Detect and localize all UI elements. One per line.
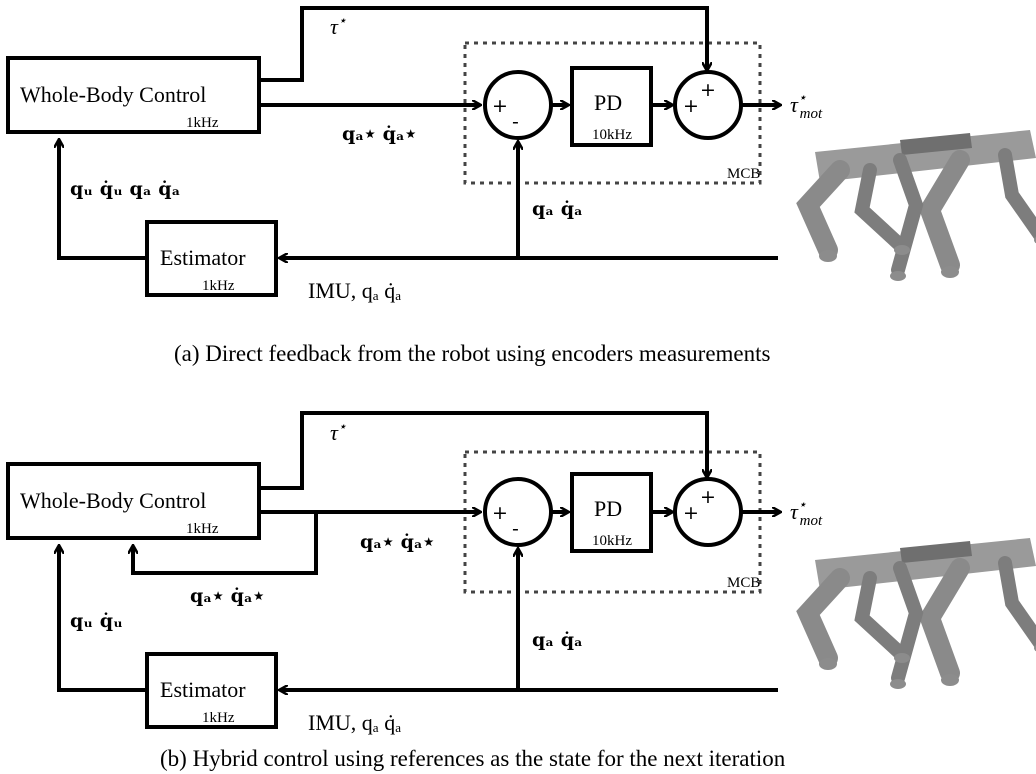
reference-loop-label: qₐ⋆ q̇ₐ⋆ <box>190 585 265 607</box>
sum2-plus-left-sign: + <box>683 95 699 117</box>
estimator-rate: 1kHz <box>202 710 235 726</box>
state-estimate-path <box>59 140 147 260</box>
reference-signal-label: qₐ⋆ q̇ₐ⋆ <box>360 531 435 553</box>
tau-mot-label: τ⋆mot <box>790 498 823 529</box>
pd-label: PD <box>594 496 622 521</box>
robot-illustration-b <box>796 538 1036 689</box>
sum1-minus-sign: - <box>512 518 519 540</box>
whole-body-control-rate: 1kHz <box>186 115 219 131</box>
tau-feedforward-path <box>259 411 707 490</box>
estimator-label: Estimator <box>160 245 246 270</box>
pd-controller-block <box>570 66 653 147</box>
pd-controller-block <box>570 472 653 553</box>
caption-b: (b) Hybrid control using references as t… <box>160 746 786 771</box>
state-estimate-path <box>59 546 147 692</box>
reference-signal-label: qₐ⋆ q̇ₐ⋆ <box>342 123 417 145</box>
estimator-block <box>145 652 278 729</box>
pd-label: PD <box>594 90 622 115</box>
robot-illustration-a <box>796 130 1036 281</box>
mcb-feedback-label: qₐ q̇ₐ <box>532 629 583 651</box>
tau-star-label: τ⋆ <box>330 14 347 39</box>
mcb-boundary <box>463 450 762 594</box>
tau-star-label: τ⋆ <box>330 420 347 445</box>
diagram-a: MCB Whole-Body Control 1kHz τ⋆ qₐ⋆ q̇ₐ⋆ … <box>6 6 823 366</box>
pd-rate: 10kHz <box>592 533 632 549</box>
mcb-label: MCB <box>727 166 760 182</box>
wbc-feedback-label: qᵤ q̇ᵤ qₐ q̇ₐ <box>70 178 180 200</box>
sum2-plus-top-sign: + <box>700 486 716 508</box>
mcb-feedback-label: qₐ q̇ₐ <box>532 198 583 220</box>
sum1-plus-sign: + <box>492 502 508 524</box>
mcb-label: MCB <box>727 575 760 591</box>
estimator-block <box>145 220 278 297</box>
whole-body-control-block <box>6 462 261 540</box>
estimator-label: Estimator <box>160 677 246 702</box>
whole-body-control-label: Whole-Body Control <box>20 82 206 107</box>
caption-a: (a) Direct feedback from the robot using… <box>174 341 771 366</box>
pd-rate: 10kHz <box>592 127 632 143</box>
wbc-feedback-label: qᵤ q̇ᵤ <box>70 610 123 632</box>
reference-loop-path <box>133 512 318 575</box>
imu-signal-label: IMU, qₐ q̇ₐ <box>308 278 401 303</box>
estimator-rate: 1kHz <box>202 278 235 294</box>
tau-mot-label: τ⋆mot <box>790 91 823 122</box>
whole-body-control-label: Whole-Body Control <box>20 488 206 513</box>
imu-signal-label: IMU, qₐ q̇ₐ <box>308 710 401 735</box>
whole-body-control-rate: 1kHz <box>186 521 219 537</box>
sum2-plus-top-sign: + <box>700 79 716 101</box>
tau-feedforward-path <box>259 6 707 82</box>
mcb-boundary <box>463 41 762 185</box>
diagram-b: MCB Whole-Body Control 1kHz τ⋆ qₐ⋆ q̇ₐ⋆ … <box>6 411 823 771</box>
whole-body-control-block <box>6 56 261 134</box>
sum2-plus-left-sign: + <box>683 502 699 524</box>
sum1-plus-sign: + <box>492 95 508 117</box>
sum1-minus-sign: - <box>512 111 519 133</box>
